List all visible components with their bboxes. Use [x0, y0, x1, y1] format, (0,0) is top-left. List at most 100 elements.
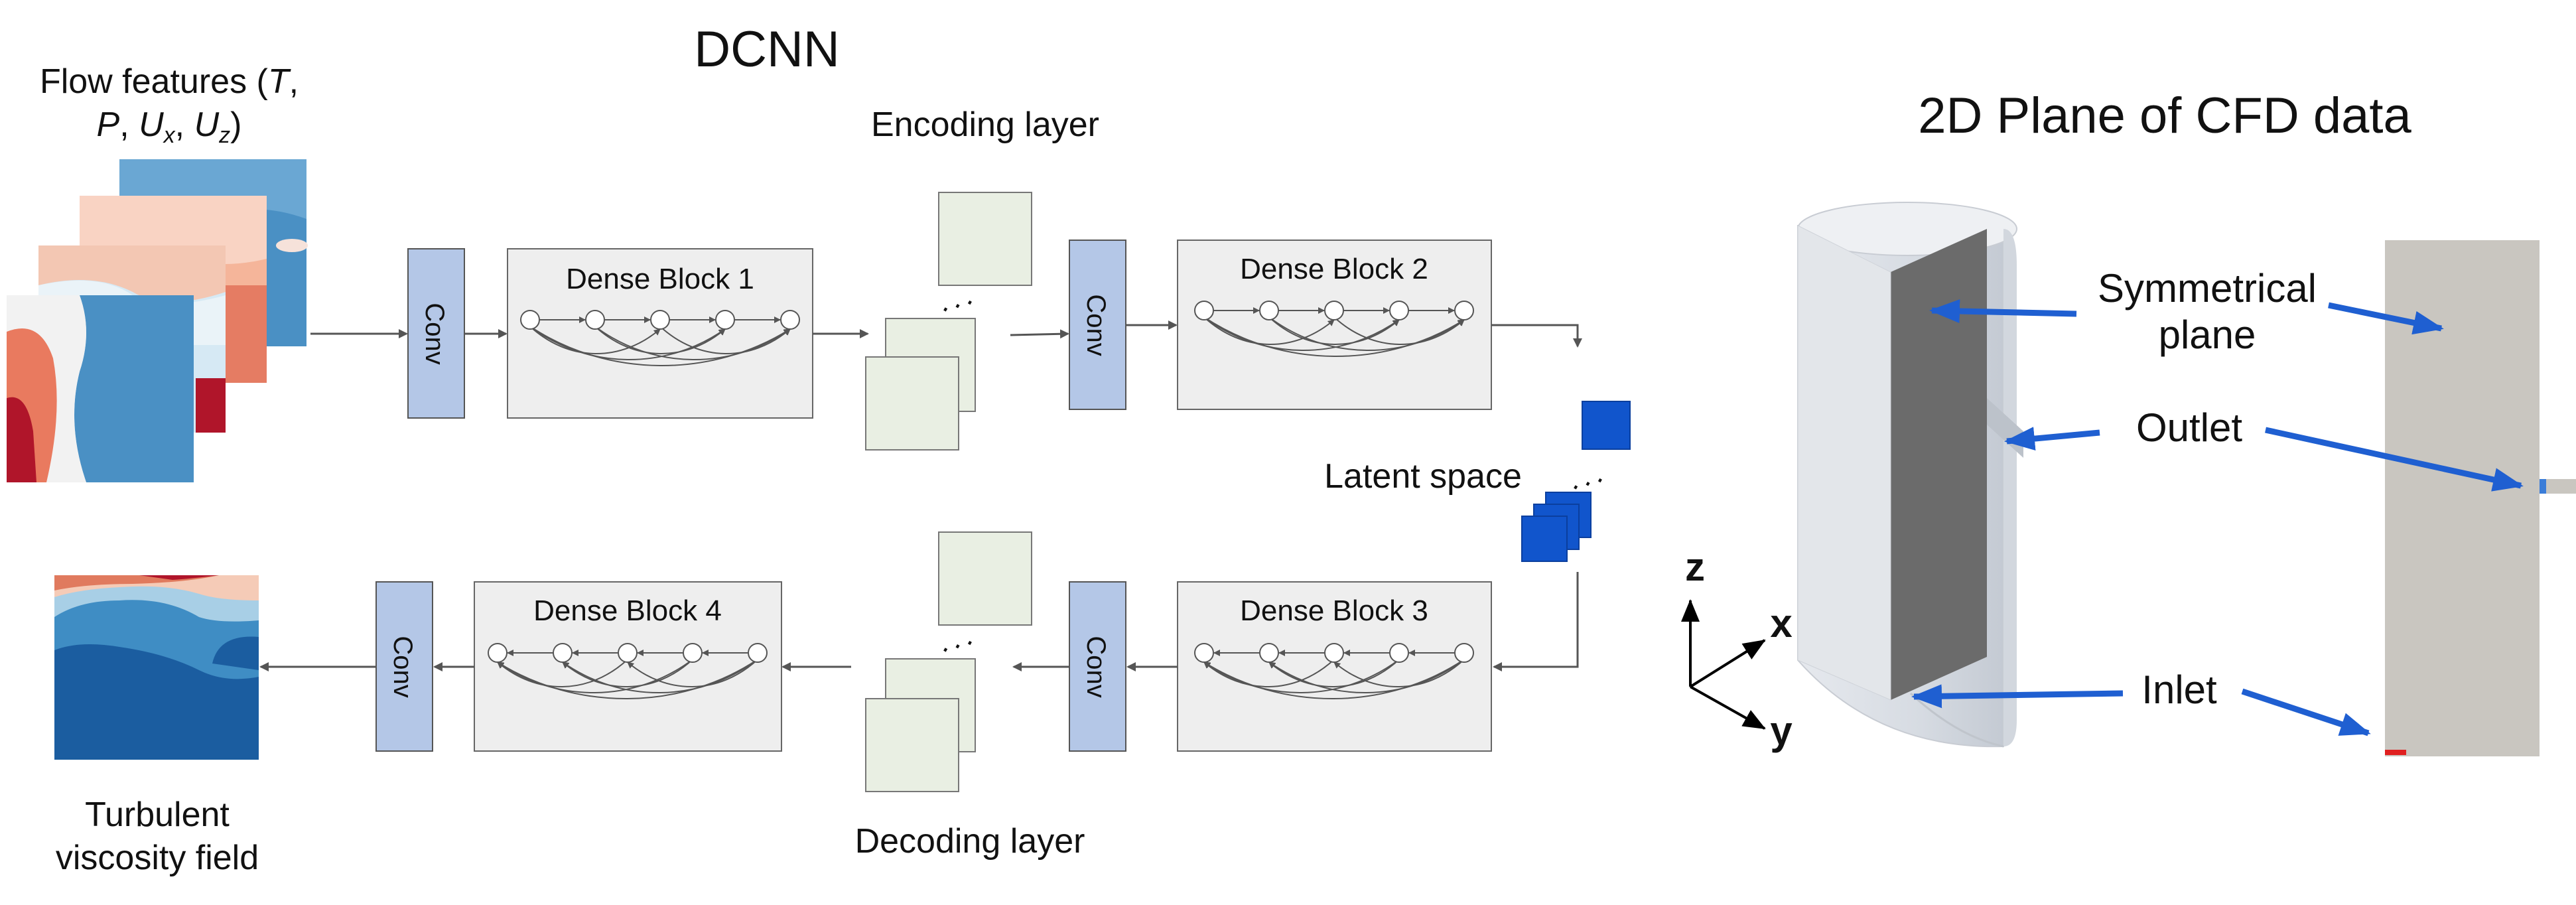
inlet-marker	[2385, 750, 2406, 755]
feature-map-velocity-z	[7, 295, 194, 482]
skip-connection	[497, 659, 628, 687]
dense-node	[585, 310, 605, 330]
skip-connection	[1203, 659, 1465, 699]
dense-block-3: Dense Block 3	[1177, 581, 1492, 752]
cfd-labels: Symmetrical plane Outlet Inlet	[1911, 266, 2524, 736]
conv-layer-3: Conv	[1069, 581, 1126, 752]
encoding-layer: Encoding layer ⋰	[865, 105, 1099, 451]
dense-block-2: Dense Block 2	[1177, 240, 1492, 410]
dense-node	[1324, 643, 1344, 663]
dense-node	[1389, 643, 1409, 663]
symmetrical-plane-label-2: plane	[2159, 313, 2256, 357]
dense-node	[1454, 643, 1474, 663]
latent-space: ⋰ Latent space	[1324, 401, 1631, 562]
skip-connection	[1203, 659, 1335, 687]
conv-layer-1: Conv	[407, 248, 465, 419]
skip-connection	[1268, 316, 1465, 351]
dense-block-1: Dense Block 1	[507, 248, 813, 419]
cfd-title: 2D Plane of CFD data	[1918, 88, 2411, 144]
output-label-line2: viscosity field	[56, 839, 259, 877]
dense-node	[520, 310, 540, 330]
decoding-layer: ⋰ Decoding layer	[855, 531, 1085, 861]
dense-node	[488, 643, 508, 663]
conv-1-label: Conv	[420, 303, 449, 364]
skip-connection	[1268, 659, 1400, 687]
dense-node	[553, 643, 573, 663]
decoding-layer-label: Decoding layer	[855, 822, 1085, 861]
arrow-encoding-to-conv2	[1010, 329, 1069, 339]
skip-connection	[659, 326, 791, 354]
conv-layer-2: Conv	[1069, 240, 1126, 410]
skip-connection	[529, 326, 791, 366]
skip-connection	[1268, 316, 1400, 345]
skip-connection	[1333, 316, 1465, 345]
flow-features-label: Flow features (T,	[40, 62, 299, 101]
axis-triad: z x y	[1681, 545, 1793, 753]
input-feature-maps: Flow features (T, P, Ux, Uz)	[7, 62, 308, 482]
feature-map-temperature	[80, 196, 267, 383]
conv-2-label: Conv	[1081, 294, 1111, 356]
arrow-latent-to-dense3	[1493, 572, 1579, 671]
dense-block-4: Dense Block 4	[474, 581, 782, 752]
dense-node	[748, 643, 768, 663]
encoding-layer-label: Encoding layer	[871, 105, 1099, 144]
dense-node	[1454, 301, 1474, 320]
dense-node	[618, 643, 638, 663]
skip-connection	[627, 659, 758, 687]
dense-block-4-label: Dense Block 4	[533, 594, 722, 627]
skip-connection	[1268, 659, 1465, 693]
dense-node	[715, 310, 735, 330]
z-axis-label: z	[1685, 545, 1705, 589]
diagram-title: DCNN	[694, 21, 840, 78]
conv-3-label: Conv	[1081, 636, 1111, 697]
skip-connection	[562, 659, 693, 687]
skip-connection	[497, 659, 693, 693]
dense-block-1-label: Dense Block 1	[566, 263, 754, 295]
skip-connection	[529, 326, 726, 360]
conv-4-label: Conv	[388, 636, 417, 697]
output-viscosity-field: Turbulent viscosity field	[54, 575, 259, 877]
skip-connection	[1333, 659, 1465, 687]
cylinder-3d	[1797, 202, 2023, 748]
arrow-sym-to-plane	[2328, 302, 2444, 335]
dense-node	[780, 310, 800, 330]
dense-node	[1194, 301, 1214, 320]
y-axis-label: y	[1770, 709, 1793, 753]
latent-space-label: Latent space	[1324, 457, 1522, 496]
skip-connection	[1203, 659, 1400, 693]
skip-connection	[1203, 316, 1465, 357]
arrow-dense2-to-latent	[1491, 324, 1582, 348]
dense-node	[1324, 301, 1344, 320]
y-axis-arrow	[1690, 685, 1766, 730]
skip-connection	[1203, 316, 1400, 351]
skip-connection	[594, 326, 726, 354]
symmetrical-plane-label-1: Symmetrical	[2098, 266, 2317, 311]
dense-node	[1259, 643, 1279, 663]
dense-node	[1194, 643, 1214, 663]
dense-block-2-label: Dense Block 2	[1240, 253, 1428, 285]
cfd-2d-plane	[2385, 240, 2576, 756]
dense-block-3-label: Dense Block 3	[1240, 594, 1428, 627]
inlet-label: Inlet	[2141, 667, 2217, 712]
skip-connection	[529, 326, 661, 354]
skip-connection	[1203, 316, 1335, 345]
arrow-outlet-to-plane	[2265, 427, 2524, 492]
x-axis-arrow	[1689, 639, 1766, 688]
arrow-sym-to-cylinder	[1929, 299, 2077, 323]
conv-layer-4: Conv	[375, 581, 433, 752]
skip-connection	[562, 659, 758, 693]
flow-features-label-2: P, Ux, Uz)	[97, 105, 242, 148]
skip-connection	[497, 659, 758, 699]
arrow-inlet-to-cylinder	[1911, 684, 2124, 709]
outlet-label: Outlet	[2136, 405, 2242, 450]
arrow-outlet-to-cylinder	[2004, 427, 2100, 451]
x-axis-label: x	[1770, 601, 1792, 646]
dense-node	[683, 643, 703, 663]
skip-connection	[594, 326, 791, 360]
arrow-inlet-to-plane	[2241, 688, 2371, 736]
dense-node	[650, 310, 670, 330]
dense-node	[1259, 301, 1279, 320]
dense-node	[1389, 301, 1409, 320]
output-label-line1: Turbulent	[85, 796, 230, 834]
